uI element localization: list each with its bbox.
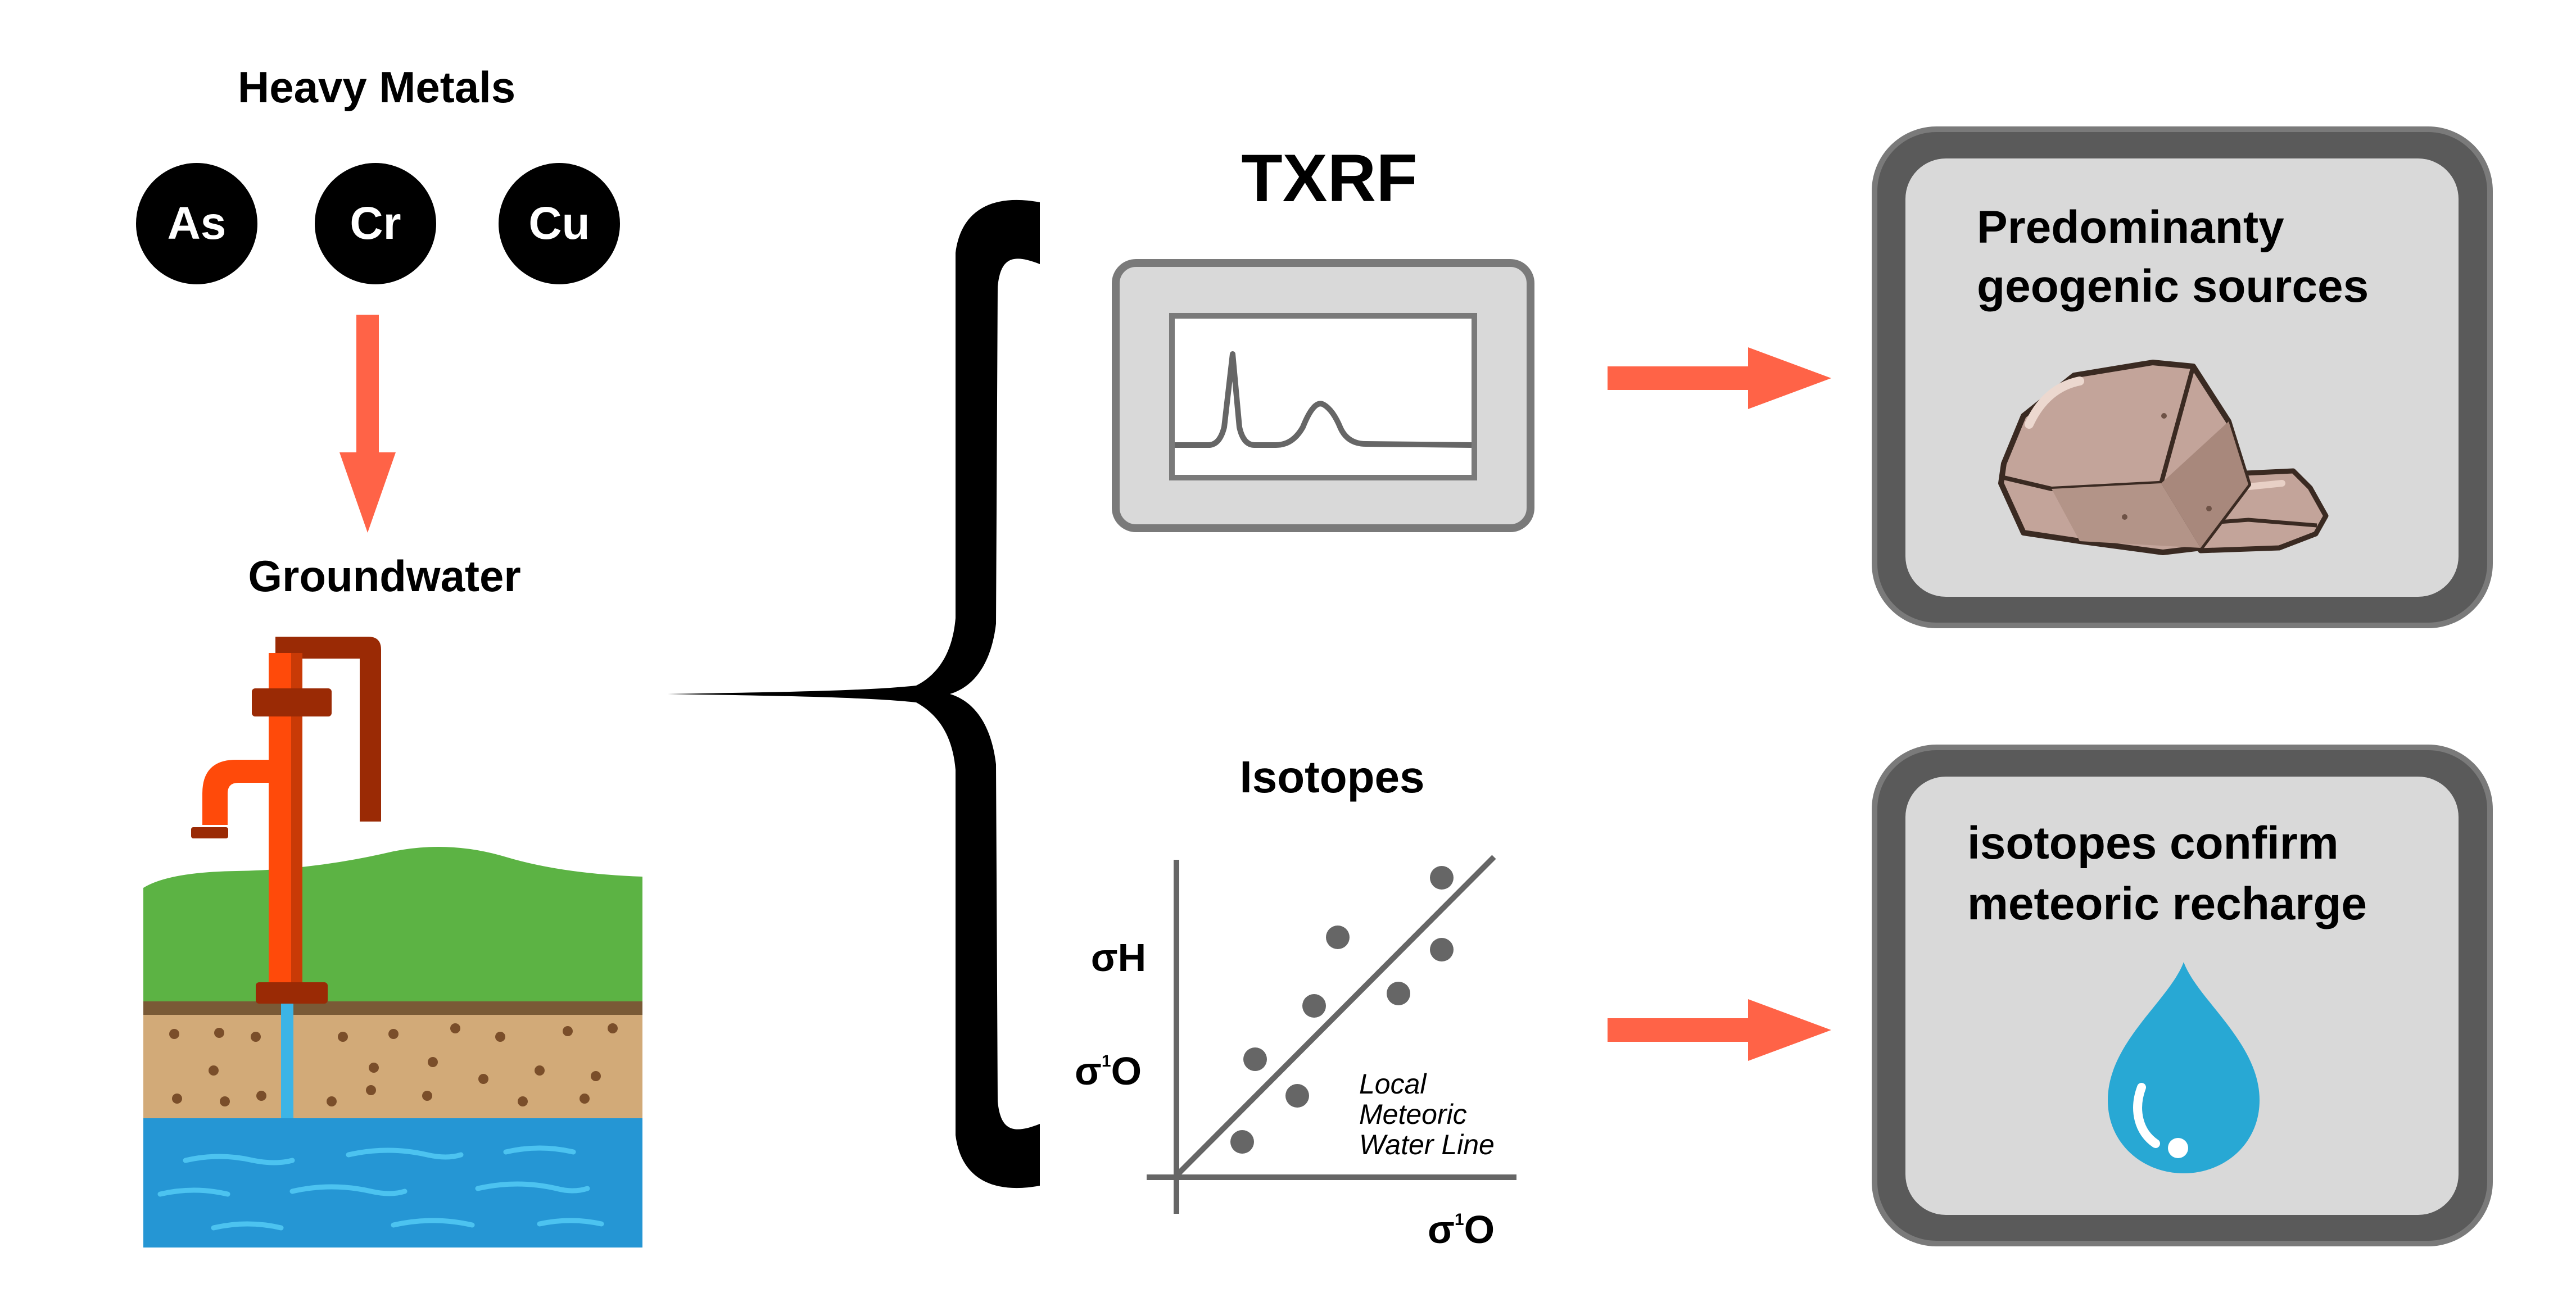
data-point [1230, 1130, 1254, 1154]
y-label-top: σH [1091, 936, 1146, 979]
isotopes-title: Isotopes [1240, 752, 1425, 802]
right-arrow-icon-top [1608, 347, 1831, 409]
x-label: σ1O [1428, 1208, 1495, 1251]
y-label-bottom: σ1O [1075, 1049, 1142, 1093]
rock-icon [1998, 360, 2329, 555]
data-point [1243, 1047, 1267, 1071]
data-point [1387, 982, 1410, 1005]
metal-label-cu: Cu [528, 198, 590, 249]
right-arrow-icon-bottom [1608, 999, 1831, 1061]
data-point [1430, 866, 1454, 890]
water-drop-icon [2108, 962, 2260, 1173]
data-point [1326, 926, 1350, 949]
down-arrow-icon [339, 315, 396, 533]
txrf-title: TXRF [1241, 140, 1417, 216]
line-label: Local Meteoric Water Line [1359, 1068, 1495, 1160]
data-point [1302, 994, 1326, 1018]
water-pump-icon [191, 637, 381, 1004]
metal-circle-cr: Cr [315, 163, 436, 284]
metal-circle-as: As [136, 163, 257, 284]
grass-layer [143, 847, 642, 1001]
curly-brace-icon [668, 199, 1040, 1188]
spectrum-screen-icon [1112, 259, 1534, 532]
result-text-recharge: isotopes confirm meteoric recharge [1967, 818, 2367, 929]
isotope-plot: σH σ1O σ1O Local Meteoric Water Line [1075, 855, 1516, 1251]
groundwater-scene [143, 847, 642, 1248]
data-point [1285, 1084, 1309, 1108]
metal-label-as: As [167, 198, 227, 249]
metal-circle-cu: Cu [499, 163, 620, 284]
result-text-geogenic: Predominanty geogenic sources [1977, 202, 2369, 312]
data-point [1430, 938, 1454, 961]
groundwater-title: Groundwater [248, 551, 520, 601]
metal-label-cr: Cr [350, 198, 401, 249]
heavy-metals-title: Heavy Metals [238, 62, 515, 112]
meteoric-water-line [1174, 855, 1496, 1178]
